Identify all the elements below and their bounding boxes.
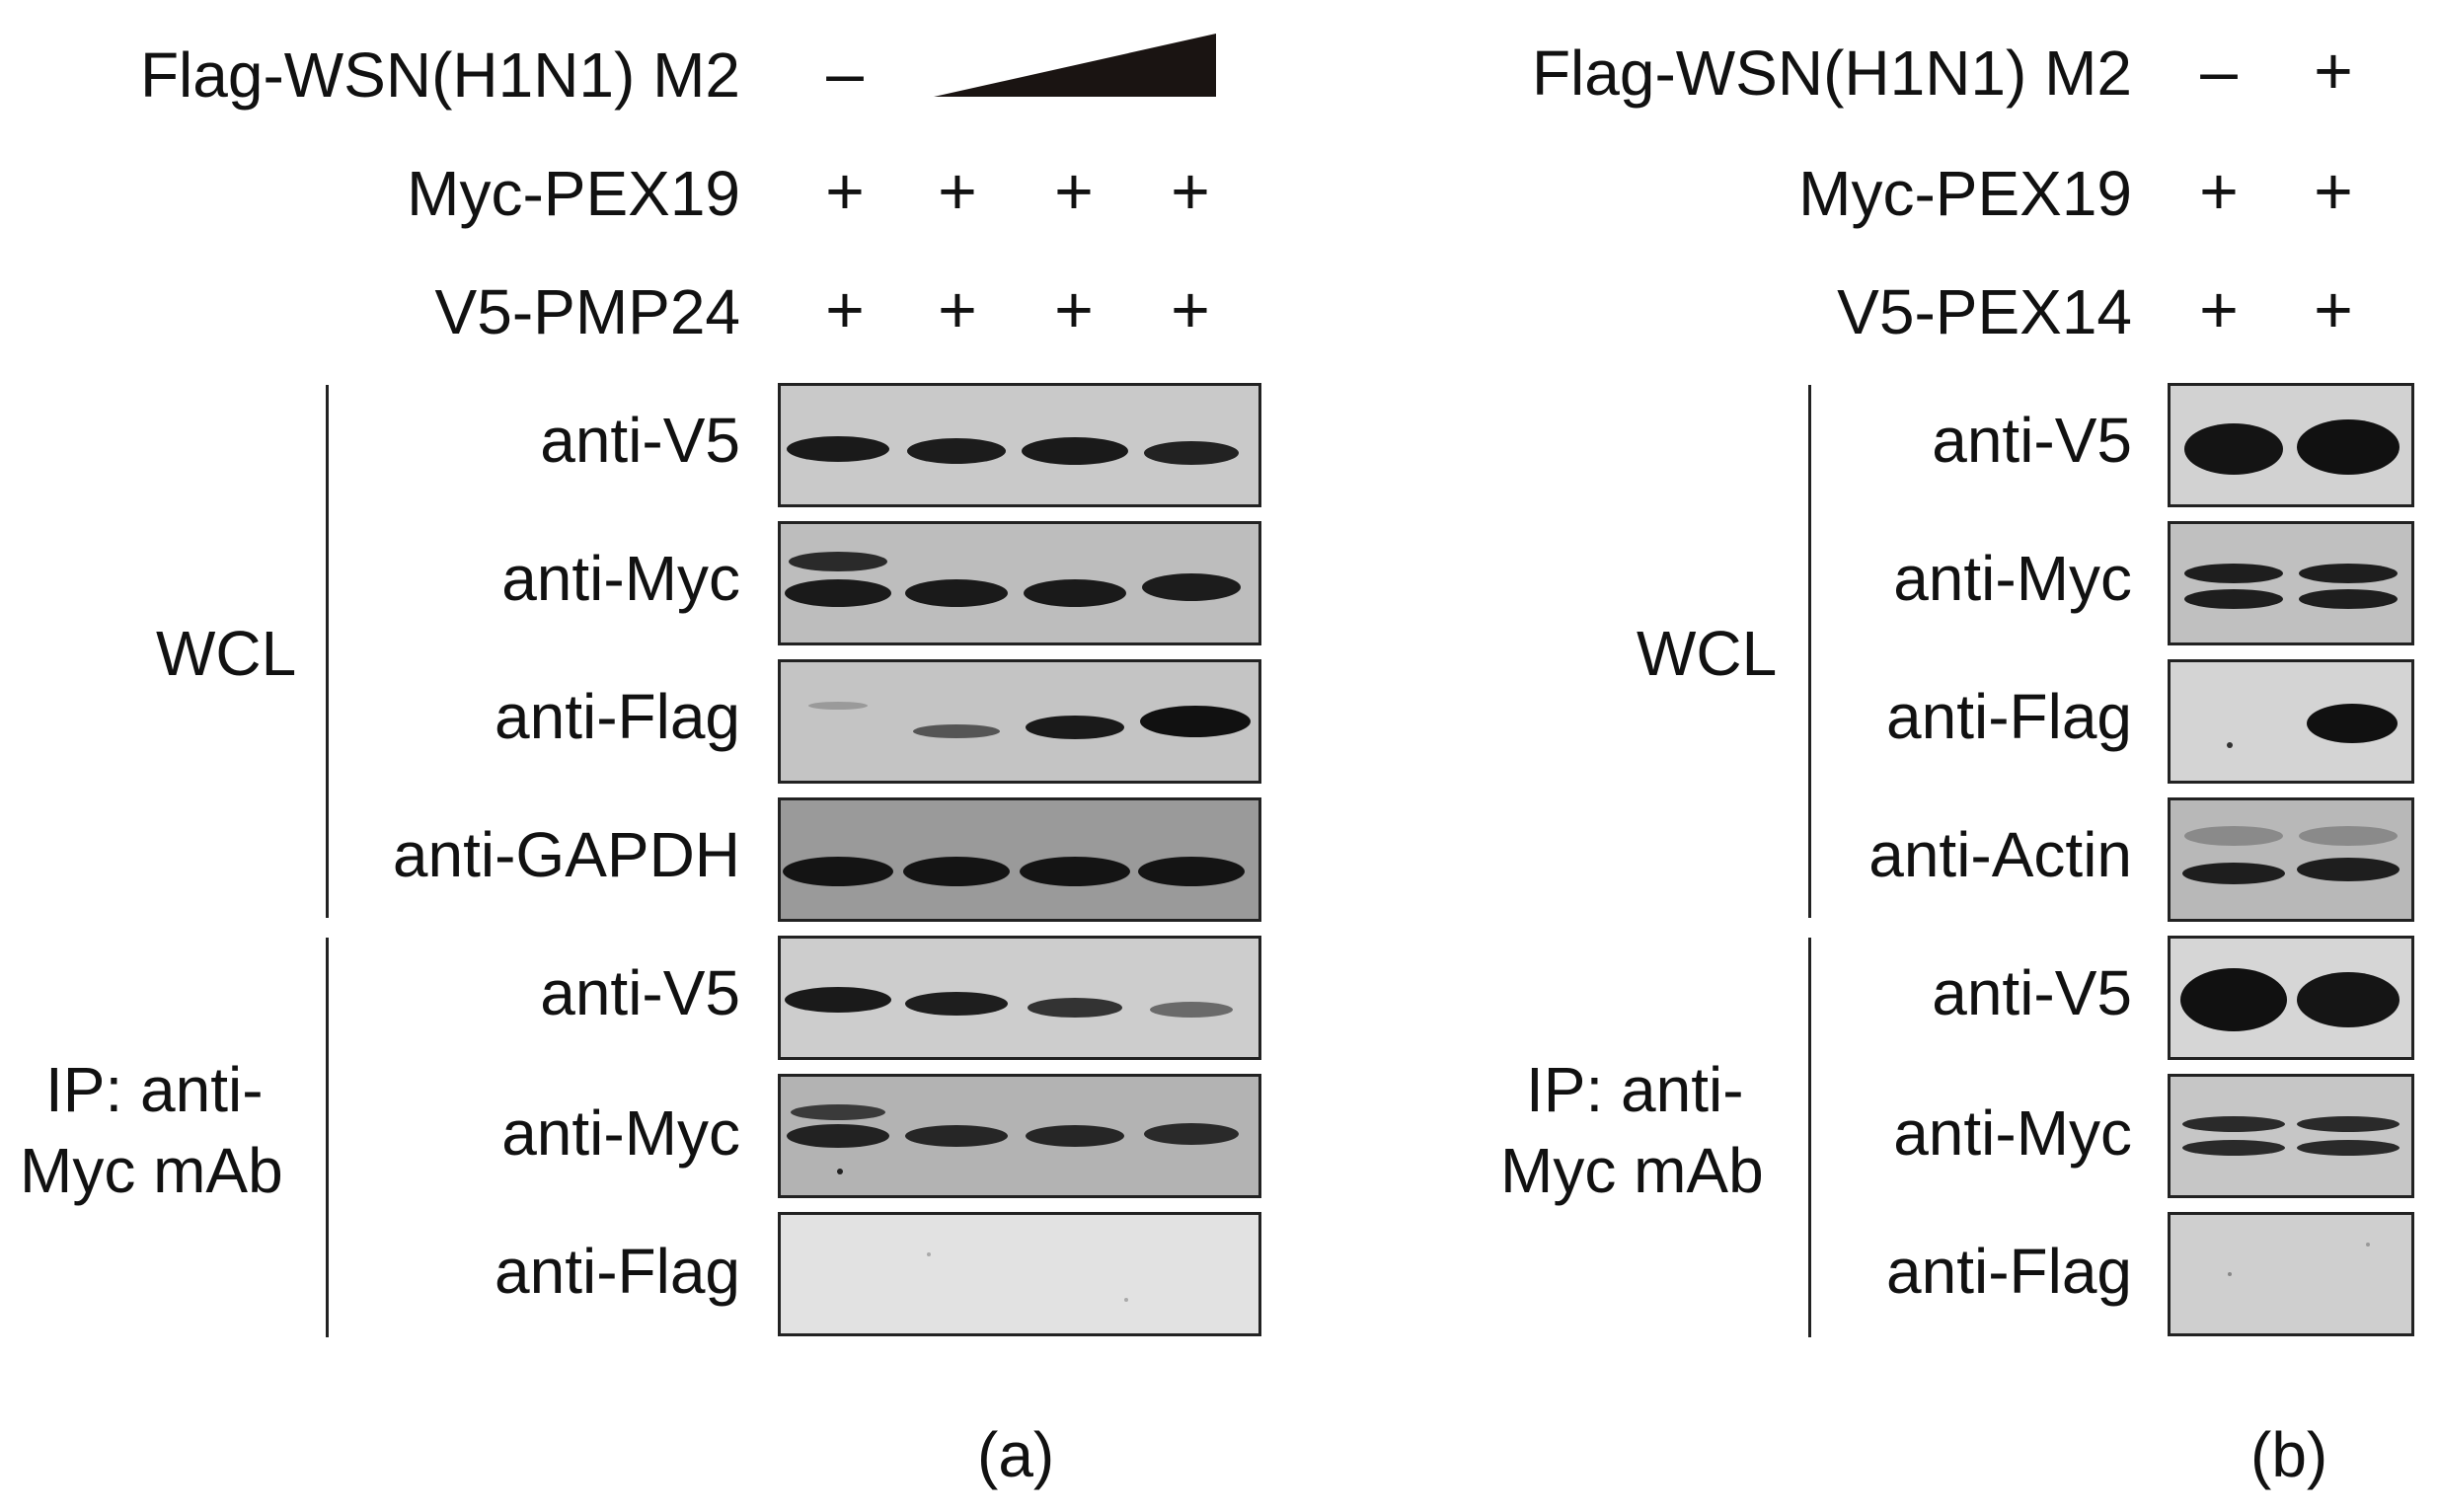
blot-image-wcl-myc bbox=[2168, 521, 2414, 645]
group-label-wcl: WCL bbox=[156, 618, 297, 689]
blot-label-v5: anti-V5 bbox=[540, 405, 740, 476]
blot-label-flag: anti-Flag bbox=[1886, 681, 2132, 752]
increasing-dose-wedge bbox=[934, 34, 1216, 97]
blot-image-wcl-flag bbox=[2168, 659, 2414, 784]
header-label-myc-pex19: Myc-PEX19 bbox=[407, 158, 740, 229]
blot-label-ip-v5: anti-V5 bbox=[1932, 957, 2132, 1028]
group-label-ip-line1: IP: anti- bbox=[45, 1054, 264, 1125]
sign-m2-lane2: + bbox=[2314, 34, 2353, 109]
blot-image-wcl-v5 bbox=[2168, 383, 2414, 507]
sign-v5-lane3: + bbox=[1054, 272, 1094, 347]
sign-myc-lane2: + bbox=[938, 154, 977, 229]
blot-image-ip-myc bbox=[778, 1074, 1261, 1198]
blot-label-actin: anti-Actin bbox=[1868, 819, 2132, 890]
panel-a-caption: (a) bbox=[977, 1419, 1055, 1490]
blot-label-flag: anti-Flag bbox=[495, 681, 740, 752]
blot-label-myc: anti-Myc bbox=[1893, 543, 2132, 614]
blot-image-wcl-v5 bbox=[778, 383, 1261, 507]
wcl-bracket-line bbox=[1808, 385, 1811, 918]
blot-label-ip-myc: anti-Myc bbox=[501, 1097, 740, 1169]
blot-image-ip-v5 bbox=[778, 936, 1261, 1060]
blot-label-v5: anti-V5 bbox=[1932, 405, 2132, 476]
blot-image-wcl-gapdh bbox=[778, 797, 1261, 922]
header-label-myc-pex19: Myc-PEX19 bbox=[1798, 158, 2132, 229]
blot-label-myc: anti-Myc bbox=[501, 543, 740, 614]
blot-label-ip-flag: anti-Flag bbox=[495, 1236, 740, 1307]
sign-myc-lane1: + bbox=[2199, 154, 2239, 229]
blot-image-ip-flag bbox=[2168, 1212, 2414, 1336]
sign-m2-lane1: – bbox=[2200, 34, 2238, 109]
sign-myc-lane2: + bbox=[2314, 154, 2353, 229]
ip-bracket-line bbox=[1808, 938, 1811, 1337]
ip-bracket-line bbox=[326, 938, 329, 1337]
blot-image-wcl-actin bbox=[2168, 797, 2414, 922]
panel-b-caption: (b) bbox=[2250, 1419, 2328, 1490]
sign-v5-lane1: + bbox=[2199, 272, 2239, 347]
header-label-v5-pmp24: V5-PMP24 bbox=[434, 276, 740, 347]
sign-myc-lane3: + bbox=[1054, 154, 1094, 229]
blot-image-ip-myc bbox=[2168, 1074, 2414, 1198]
blot-image-wcl-flag bbox=[778, 659, 1261, 784]
panel-a: Flag-WSN(H1N1) M2 – Myc-PEX19 + + + + V5… bbox=[20, 34, 1261, 1490]
blot-label-gapdh: anti-GAPDH bbox=[392, 819, 740, 890]
group-label-ip-line2: Myc mAb bbox=[20, 1135, 283, 1206]
sign-myc-lane1: + bbox=[825, 154, 865, 229]
blot-image-wcl-myc bbox=[778, 521, 1261, 645]
sign-v5-lane2: + bbox=[938, 272, 977, 347]
sign-myc-lane4: + bbox=[1171, 154, 1210, 229]
blot-label-ip-v5: anti-V5 bbox=[540, 957, 740, 1028]
group-label-wcl: WCL bbox=[1637, 618, 1778, 689]
blot-label-ip-flag: anti-Flag bbox=[1886, 1236, 2132, 1307]
group-label-ip-line2: Myc mAb bbox=[1500, 1135, 1764, 1206]
sign-v5-lane2: + bbox=[2314, 272, 2353, 347]
sign-v5-lane1: + bbox=[825, 272, 865, 347]
sign-m2-lane1: – bbox=[826, 36, 864, 111]
wcl-bracket-line bbox=[326, 385, 329, 918]
header-label-m2: Flag-WSN(H1N1) M2 bbox=[139, 39, 740, 111]
panel-b: Flag-WSN(H1N1) M2 – + Myc-PEX19 + + V5-P… bbox=[1421, 0, 2438, 1512]
group-label-ip-line1: IP: anti- bbox=[1526, 1054, 1744, 1125]
header-label-v5-pex14: V5-PEX14 bbox=[1837, 276, 2132, 347]
sign-v5-lane4: + bbox=[1171, 272, 1210, 347]
blot-label-ip-myc: anti-Myc bbox=[1893, 1097, 2132, 1169]
blot-image-ip-flag bbox=[778, 1212, 1261, 1336]
header-label-m2: Flag-WSN(H1N1) M2 bbox=[1531, 38, 2132, 109]
blot-image-ip-v5 bbox=[2168, 936, 2414, 1060]
